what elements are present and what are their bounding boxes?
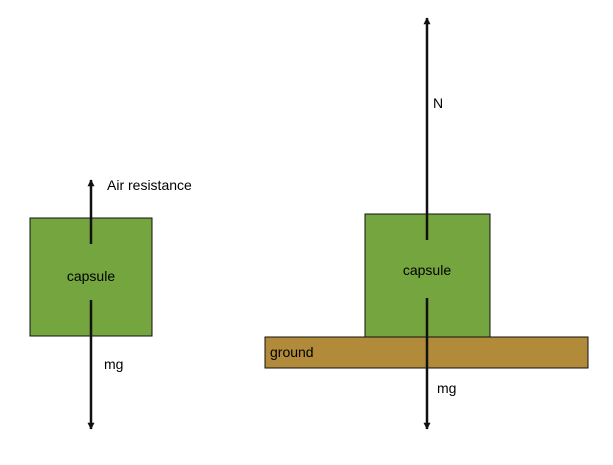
- left-diagram: capsule Air resistance mg: [29, 177, 192, 430]
- right-normal-force-label: N: [433, 95, 443, 111]
- right-capsule-label: capsule: [403, 262, 451, 278]
- left-air-resistance-label: Air resistance: [107, 177, 192, 193]
- ground-label: ground: [270, 344, 314, 360]
- left-weight-label: mg: [104, 356, 123, 372]
- left-capsule-label: capsule: [67, 268, 115, 284]
- right-weight-label: mg: [437, 380, 456, 396]
- right-diagram: capsule ground N mg: [264, 17, 589, 430]
